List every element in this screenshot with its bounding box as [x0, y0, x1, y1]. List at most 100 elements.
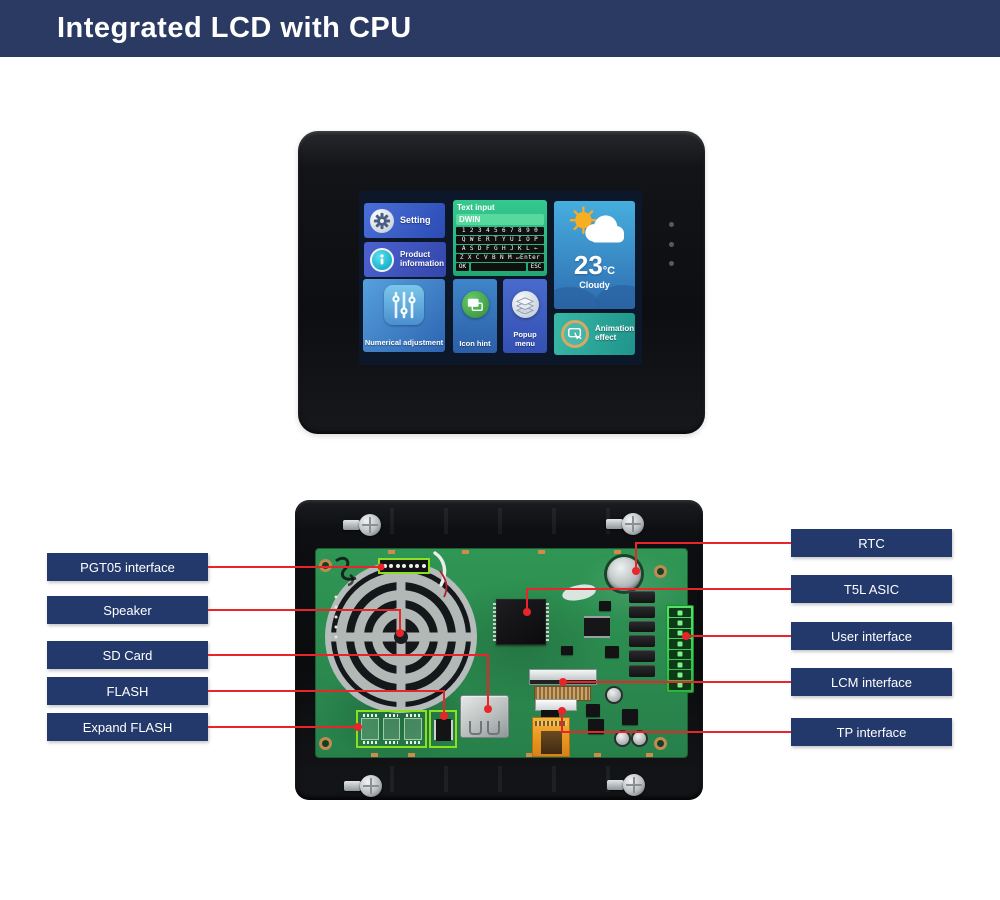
gesture-icon [561, 320, 589, 348]
indicator-dot [669, 242, 674, 247]
solder-pad [614, 550, 621, 554]
weather-condition: Cloudy [579, 280, 610, 290]
chip-footprint [404, 714, 423, 744]
callout-label-expand-flash: Expand FLASH [47, 713, 208, 741]
tile-weather[interactable]: 23°C Cloudy [554, 201, 635, 309]
small-chip [561, 646, 573, 655]
tile-icon-hint[interactable]: Icon hint [453, 279, 497, 353]
screw [622, 513, 644, 535]
callout-label-tp-interface: TP interface [791, 718, 952, 746]
solder-pad [646, 753, 653, 757]
tile-popup-menu-label: Popup menu [513, 330, 537, 348]
esc-key[interactable]: ESC [528, 263, 544, 271]
gear-icon [370, 208, 394, 233]
inductor [622, 709, 638, 725]
tile-popup-menu[interactable]: Popup menu [503, 279, 547, 353]
solder-pad [462, 550, 469, 554]
keyboard-bottom-row: OK ESC [456, 263, 544, 271]
ok-key[interactable]: OK [456, 263, 469, 271]
header-banner: Integrated LCD with CPU [0, 0, 1000, 57]
callout-label-rtc: RTC [791, 529, 952, 557]
screens-icon [461, 291, 489, 318]
small-chip [605, 646, 619, 658]
solder-pad [538, 550, 545, 554]
mount-clip [606, 519, 623, 529]
keyboard-row-qwerty[interactable]: Q W E R T Y U I O P [456, 236, 544, 244]
soic-chip [584, 618, 610, 636]
keyboard-row-digits[interactable]: 1 2 3 4 5 6 7 8 9 0 [456, 227, 544, 235]
space-key[interactable] [471, 263, 526, 271]
user-interface-connector [666, 605, 694, 693]
solder-pad [408, 753, 415, 757]
tile-animation-effect-label: Animation effect [595, 324, 635, 342]
callout-label-lcm-interface: LCM interface [791, 668, 952, 696]
rtc-battery [607, 557, 641, 591]
tp-connector-latch [541, 710, 559, 719]
temperature-value: 23 [573, 250, 603, 280]
small-chip [586, 704, 600, 717]
temperature-readout: 23°C [554, 252, 635, 278]
screw [623, 774, 645, 796]
pcb-details [334, 551, 448, 639]
tile-setting-label: Setting [400, 214, 431, 225]
indicator-dot [669, 261, 674, 266]
small-chip [599, 601, 611, 611]
tile-numerical-adjustment-label: Numerical adjustment [364, 338, 444, 347]
callout-label-speaker: Speaker [47, 596, 208, 624]
t5l-asic-chip [493, 599, 549, 645]
callout-label-pgt05-interface: PGT05 interface [47, 553, 208, 581]
sliders-icon [384, 285, 424, 325]
keyboard-row-zxcv[interactable]: Z X C V B N M ↵Enter [456, 254, 544, 262]
mount-hole [319, 559, 332, 572]
text-input-field[interactable]: DWIN [456, 214, 544, 225]
screw [359, 514, 381, 536]
capacitor [614, 730, 631, 747]
pcb [315, 548, 694, 758]
sd-card-slot [460, 695, 509, 738]
tile-animation-effect[interactable]: Animation effect [554, 313, 635, 355]
lcm-connector [529, 669, 597, 685]
chip-footprint [361, 714, 379, 744]
page-title: Integrated LCD with CPU [57, 12, 412, 44]
small-chip [588, 719, 604, 734]
keyboard-row-asdf[interactable]: A S D F G H J K L ← [456, 245, 544, 253]
mount-clip [343, 520, 360, 530]
temperature-unit: °C [602, 265, 616, 277]
device-front-view: Setting Product information Text input D… [298, 131, 705, 434]
solder-pad [594, 753, 601, 757]
tile-setting[interactable]: Setting [364, 203, 445, 238]
tile-text-input[interactable]: Text input DWIN 1 2 3 4 5 6 7 8 9 0 Q W … [453, 200, 547, 276]
tp-flex-cable [532, 717, 570, 757]
tile-product-information-label: Product information [400, 249, 444, 268]
tile-numerical-adjustment[interactable]: Numerical adjustment [363, 279, 445, 352]
expand-flash-highlight-box [356, 710, 427, 748]
solder-pad [526, 753, 533, 757]
mount-hole [654, 737, 667, 750]
solder-pad [371, 753, 378, 757]
flash-chip [436, 719, 451, 741]
mount-clip [344, 781, 361, 791]
device-back-view [295, 500, 703, 800]
capacitor [631, 730, 648, 747]
screw [360, 775, 382, 797]
cloud-silhouette [554, 287, 600, 309]
info-icon [370, 247, 394, 272]
text-input-title: Text input [457, 203, 495, 212]
callout-label-flash: FLASH [47, 677, 208, 705]
callout-label-t5l-asic: T5L ASIC [791, 575, 952, 603]
callout-label-user-interface: User interface [791, 622, 952, 650]
capacitor [605, 686, 623, 704]
flash-highlight-box [429, 710, 457, 748]
touchscreen: Setting Product information Text input D… [359, 191, 642, 365]
case-ribs [340, 766, 658, 792]
tile-icon-hint-label: Icon hint [459, 339, 491, 348]
sun-cloud-icon [569, 206, 624, 243]
solder-pad [388, 550, 395, 554]
tile-product-information[interactable]: Product information [364, 242, 446, 277]
chip-footprint [382, 714, 401, 744]
callout-label-sd-card: SD Card [47, 641, 208, 669]
mount-hole [319, 737, 332, 750]
mount-clip [607, 780, 624, 790]
tp-flex-chip [541, 731, 562, 754]
